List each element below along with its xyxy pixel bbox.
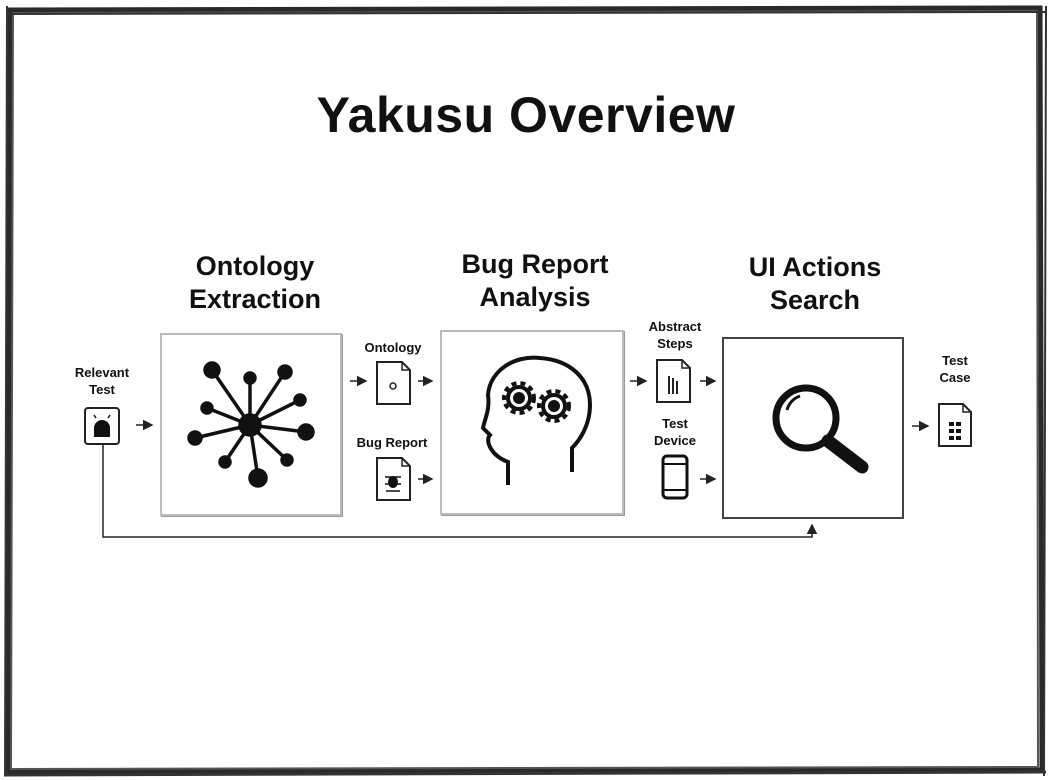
label-relevant-test: Relevant Test <box>74 365 130 397</box>
label-ontology: Ontology <box>364 340 422 355</box>
android-file-icon <box>84 407 120 445</box>
smartphone-icon <box>661 454 689 500</box>
label-bug-report: Bug Report <box>356 435 428 450</box>
label-test-case: Test Case <box>939 353 971 385</box>
bug-file-icon <box>376 457 411 501</box>
test-case-file-icon <box>938 403 972 447</box>
bug-report-analysis-box <box>440 330 624 515</box>
network-graph-icon <box>187 361 315 488</box>
stage-title-ui-actions-search: UI Actions Search <box>748 252 882 315</box>
head-gears-icon <box>480 355 593 485</box>
stage-title-bug-report-analysis: Bug Report Analysis <box>461 249 609 312</box>
magnifier-icon <box>772 384 869 474</box>
slide-title: Yakusu Overview <box>316 87 736 143</box>
touch-file-icon <box>656 359 691 403</box>
arrow-test-to-search-feedback <box>102 444 818 538</box>
stage-title-ontology-extraction: Ontology Extraction <box>188 251 322 314</box>
ontology-file-icon <box>376 361 411 405</box>
label-abstract-steps: Abstract Steps <box>648 319 702 351</box>
ui-actions-search-box <box>722 337 904 519</box>
label-test-device: Test Device <box>654 416 696 448</box>
